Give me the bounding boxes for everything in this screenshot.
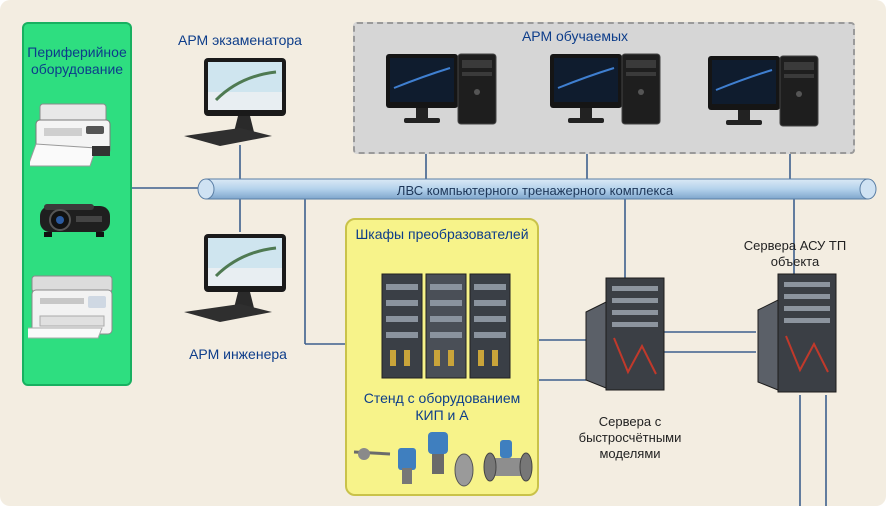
server-rack-icon — [585, 277, 665, 391]
monitor-icon — [708, 56, 780, 125]
server-rack-icon — [757, 273, 837, 393]
converter-cabinets-label: Шкафы преобразователей — [355, 226, 529, 242]
pc-tower-icon — [621, 53, 661, 125]
arm-trainees-label: АРМ обучаемых — [521, 28, 629, 44]
servers-fast-label: Сервера с быстросчётными моделями — [578, 414, 682, 461]
equipment-cabinet-icon — [381, 273, 511, 379]
arm-engineer-label: АРМ инженера — [189, 346, 287, 362]
lan-bus-label: ЛВС компьютерного тренажерного комплекса — [396, 183, 674, 198]
field-sensor-icon — [353, 432, 533, 487]
pc-tower-icon — [779, 55, 819, 127]
pc-tower-icon — [457, 53, 497, 125]
monitor-icon — [184, 234, 286, 322]
projector-icon — [40, 204, 110, 237]
monitor-icon — [386, 54, 458, 123]
servers-asu-label: Сервера АСУ ТП объекта — [743, 238, 847, 269]
laser-printer-icon — [30, 103, 111, 167]
stand-kip-label: Стенд с оборудованием КИП и А — [363, 390, 521, 423]
monitor-icon — [550, 54, 622, 123]
multifunction-printer-icon — [28, 275, 113, 339]
peripheral-title: Периферийное оборудование — [27, 44, 127, 77]
arm-examiner-label: АРМ экзаменатора — [178, 32, 302, 48]
monitor-icon — [184, 58, 286, 146]
lan-bus-pipe — [197, 178, 877, 200]
